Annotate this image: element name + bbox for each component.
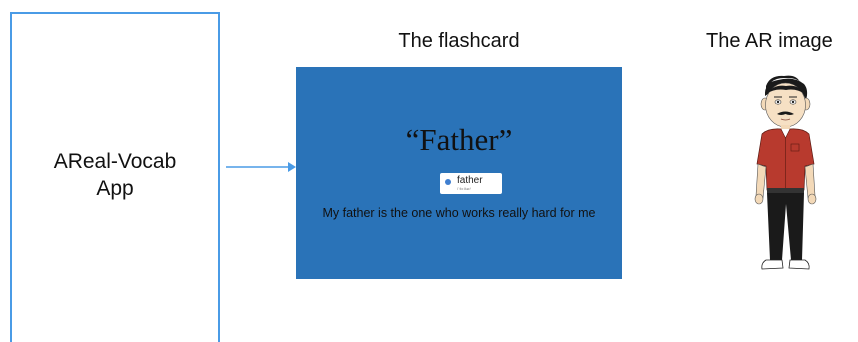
flashcard-sentence: My father is the one who works really ha…: [322, 206, 596, 220]
ar-image-heading: The AR image: [706, 30, 833, 52]
cartoon-father-image: [754, 75, 817, 270]
chip-word: father: [457, 175, 483, 186]
chip-subtext: /ˈfɑːðər/: [457, 186, 471, 191]
flashcard: “Father” father /ˈfɑːðər/ My father is t…: [296, 67, 622, 279]
speaker-icon[interactable]: [445, 179, 451, 185]
app-box: [10, 12, 220, 342]
flashcard-heading: The flashcard: [398, 30, 520, 52]
arrow-connector: [226, 162, 296, 172]
pronunciation-chip[interactable]: father /ˈfɑːðər/: [440, 173, 502, 194]
app-label: AReal-Vocab App: [53, 150, 177, 200]
flashcard-word: “Father”: [405, 122, 513, 157]
